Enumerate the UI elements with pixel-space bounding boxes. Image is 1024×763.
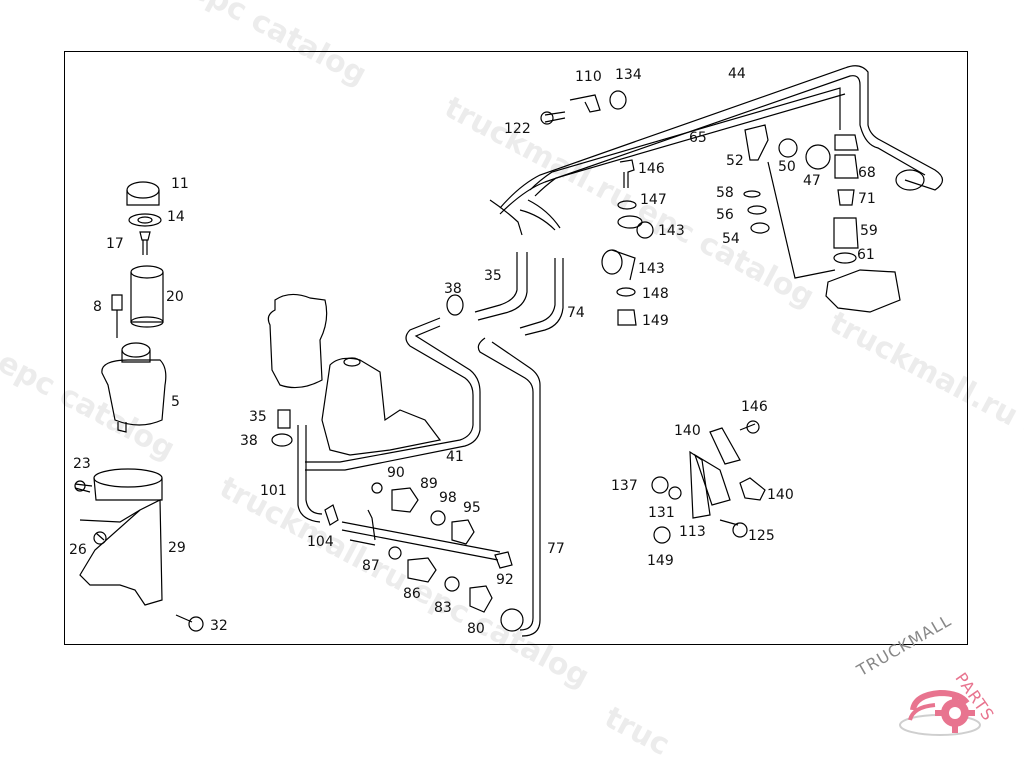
pump-assembly: [267, 293, 442, 456]
part-label[interactable]: 77: [547, 541, 565, 557]
part-label[interactable]: 38: [240, 433, 258, 449]
part-label[interactable]: 50: [778, 159, 796, 175]
part-label[interactable]: 11: [171, 176, 189, 192]
reservoir-assembly: [101, 181, 167, 433]
fittings: [371, 482, 524, 632]
bracket-113: [651, 420, 766, 544]
valve-cluster: [743, 124, 925, 313]
part-label[interactable]: 131: [648, 505, 675, 521]
part-label[interactable]: 47: [803, 173, 821, 189]
part-label[interactable]: 29: [168, 540, 186, 556]
pipe-41: [305, 317, 481, 471]
part-label[interactable]: 149: [642, 313, 669, 329]
diagram-frame: [64, 51, 968, 645]
part-label[interactable]: 71: [858, 191, 876, 207]
bracket-29: [74, 468, 163, 606]
part-label[interactable]: 89: [420, 476, 438, 492]
part-label[interactable]: 35: [249, 409, 267, 425]
part-label[interactable]: 44: [728, 66, 746, 82]
part-label[interactable]: 8: [93, 299, 102, 315]
truckmallparts-logo[interactable]: TRUCKMALL PARTS: [854, 611, 1024, 750]
part-label[interactable]: 104: [307, 534, 334, 550]
part-label[interactable]: 68: [858, 165, 876, 181]
part-label[interactable]: 20: [166, 289, 184, 305]
part-label[interactable]: 134: [615, 67, 642, 83]
hose-35: [474, 252, 528, 321]
part-label[interactable]: 41: [446, 449, 464, 465]
gear-icon: [899, 689, 981, 736]
part-label[interactable]: 122: [504, 121, 531, 137]
clamps: [540, 90, 654, 326]
part-label[interactable]: 59: [860, 223, 878, 239]
part-label[interactable]: 95: [463, 500, 481, 516]
part-label[interactable]: 143: [658, 223, 685, 239]
part-label[interactable]: 58: [716, 185, 734, 201]
part-label[interactable]: 86: [403, 586, 421, 602]
part-label[interactable]: 83: [434, 600, 452, 616]
part-label[interactable]: 32: [210, 618, 228, 634]
part-label[interactable]: 90: [387, 465, 405, 481]
part-label[interactable]: 137: [611, 478, 638, 494]
pipe-65: [489, 87, 846, 236]
part-label[interactable]: 80: [467, 621, 485, 637]
part-label[interactable]: 65: [689, 130, 707, 146]
part-label[interactable]: 87: [362, 558, 380, 574]
pipe-77: [477, 337, 541, 637]
part-label[interactable]: 146: [638, 161, 665, 177]
pipe-92: [341, 521, 501, 561]
part-label[interactable]: 54: [722, 231, 740, 247]
part-label[interactable]: 113: [679, 524, 706, 540]
part-label[interactable]: 149: [647, 553, 674, 569]
part-label[interactable]: 5: [171, 394, 180, 410]
part-label[interactable]: 140: [674, 423, 701, 439]
part-label[interactable]: 146: [741, 399, 768, 415]
pipe-44: [499, 65, 944, 215]
pipe-74: [519, 258, 564, 336]
part-label[interactable]: 52: [726, 153, 744, 169]
part-label[interactable]: 140: [767, 487, 794, 503]
part-label[interactable]: 148: [642, 286, 669, 302]
part-label[interactable]: 92: [496, 572, 514, 588]
part-label[interactable]: 147: [640, 192, 667, 208]
part-label[interactable]: 35: [484, 268, 502, 284]
part-label[interactable]: 74: [567, 305, 585, 321]
part-label[interactable]: 38: [444, 281, 462, 297]
part-label[interactable]: 17: [106, 236, 124, 252]
part-label[interactable]: 110: [575, 69, 602, 85]
part-label[interactable]: 98: [439, 490, 457, 506]
hose-101: [297, 425, 323, 523]
small-parts: [95, 294, 513, 632]
part-label[interactable]: 56: [716, 207, 734, 223]
part-label[interactable]: 101: [260, 483, 287, 499]
part-label[interactable]: 26: [69, 542, 87, 558]
part-label[interactable]: 23: [73, 456, 91, 472]
part-label[interactable]: 61: [857, 247, 875, 263]
part-label[interactable]: 143: [638, 261, 665, 277]
part-label[interactable]: 14: [167, 209, 185, 225]
part-label[interactable]: 125: [748, 528, 775, 544]
